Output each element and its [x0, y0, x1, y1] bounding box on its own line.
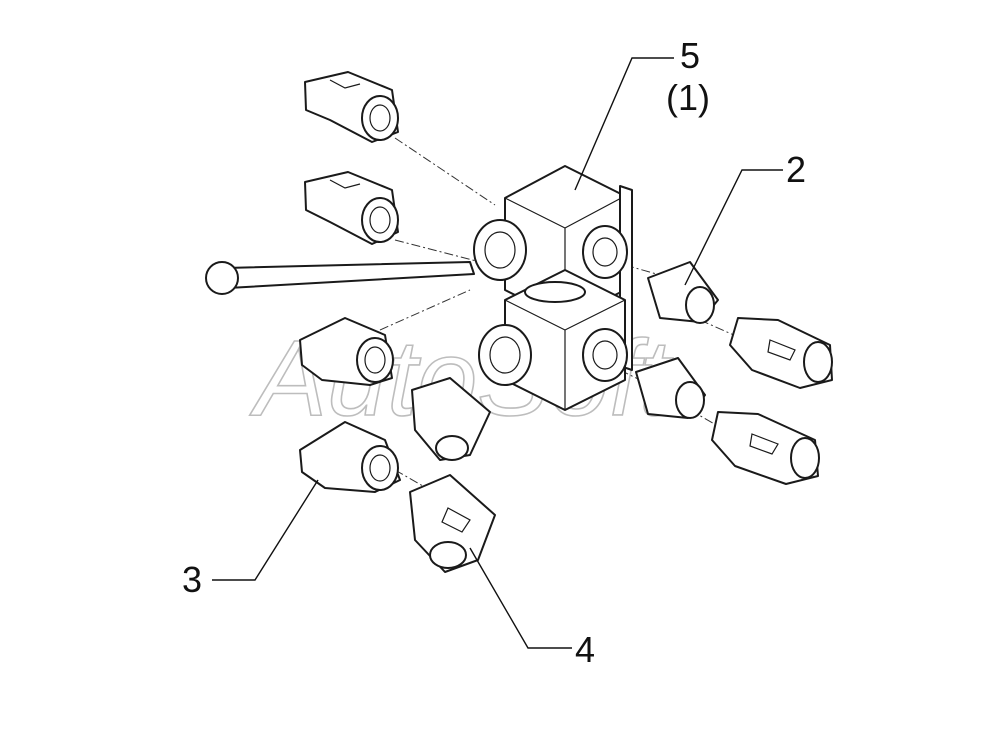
right-nipple-upper — [647, 261, 719, 324]
lower-elbow-2 — [409, 474, 496, 573]
callout-5: 5 — [680, 35, 700, 76]
callout-3: 3 — [182, 559, 202, 600]
leader-lines — [212, 57, 783, 649]
lower-elbow-1 — [411, 377, 491, 461]
lower-fitting-1 — [299, 317, 394, 386]
right-elbow-lower — [711, 411, 820, 485]
callout-4: 4 — [575, 629, 595, 670]
upper-fitting-1 — [304, 71, 399, 143]
callout-2: 2 — [786, 149, 806, 190]
lever-handle — [205, 261, 475, 295]
valve-block — [473, 165, 633, 411]
right-nipple-lower — [635, 357, 706, 419]
callout-1: (1) — [666, 77, 710, 118]
right-elbow-upper — [729, 317, 833, 389]
lower-fitting-2 — [299, 421, 401, 493]
upper-fitting-2 — [304, 171, 399, 245]
